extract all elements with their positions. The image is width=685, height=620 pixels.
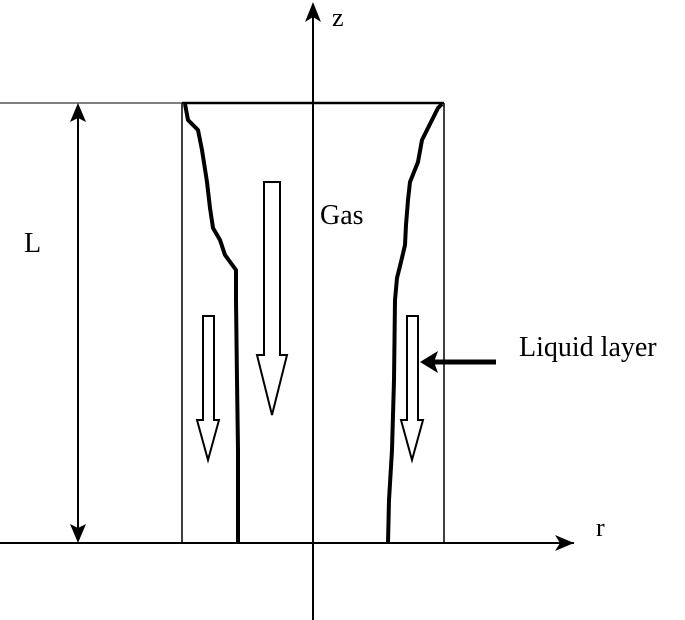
length-arrow-top — [70, 103, 86, 122]
length-arrow-bottom — [70, 524, 86, 543]
gas-flow-arrow — [255, 181, 289, 416]
liquid-flow-arrow-left — [195, 315, 221, 464]
r-axis-label: r — [596, 513, 605, 542]
liquid-film-left-interface — [183, 103, 240, 543]
liquid-flow-arrow-right — [399, 315, 425, 464]
liquid-layer-pointer-head — [420, 351, 438, 373]
liquid-film-right-interface — [386, 102, 444, 544]
r-axis-arrowhead — [555, 535, 574, 551]
liquid-layer-label: Liquid layer — [519, 332, 657, 363]
z-axis-arrowhead — [305, 2, 321, 22]
gas-label: Gas — [320, 200, 364, 231]
z-axis-label: z — [332, 3, 344, 32]
length-label: L — [24, 228, 41, 259]
